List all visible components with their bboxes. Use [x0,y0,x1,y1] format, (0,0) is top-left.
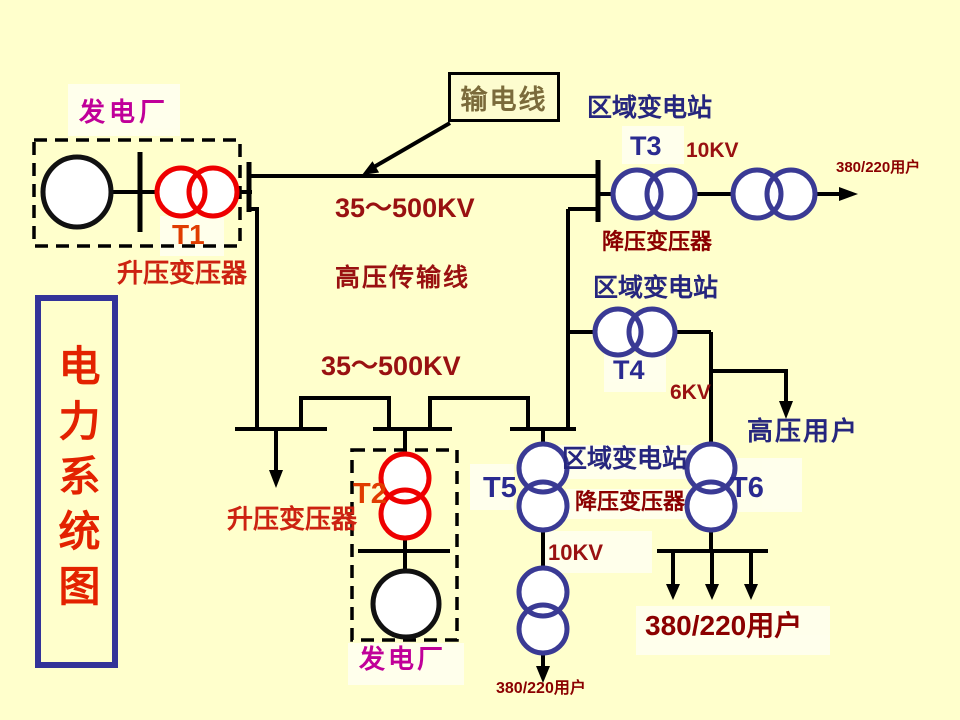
diagram-title: 电力系统图 [53,344,100,619]
diagonal-arrow-icon [362,161,380,175]
t4-label-box [604,353,666,392]
wire-hv-users-branch [711,369,788,404]
kv10-bottom-label-box [542,531,652,573]
plant-top-label: 发电厂 [79,97,170,127]
down-arrow-icon [779,401,793,419]
stepup-transformer-label-1: 升压变压器 [117,258,248,288]
stepdown-transformer-label-1: 降压变压器 [602,229,713,254]
users-380-220-label-right: 380/220用户 [836,159,921,176]
voltage-10kv-label-2: 10KV [548,540,604,565]
users-380-220-label-small: 380/220用户 [496,680,586,697]
t2-label: T2 [353,478,387,510]
t5-label-box [470,464,514,510]
voltage-range-label-1: 35～500KV [335,193,475,223]
t6-label: T6 [730,472,764,504]
t4-label: T4 [613,355,645,385]
diagram-title-box: 电力系统图 [35,295,118,668]
label-backing-boxes [68,84,830,685]
t6-transformer-icon [684,441,738,533]
t4-transformer-icon [592,306,678,358]
users-380-220-label-big: 380/220用户 [645,610,803,641]
down-arrow-icon [705,584,719,600]
plant-top-label-box [68,84,180,136]
wires-group [108,121,846,668]
down-arrow-icon [666,584,680,600]
stepdown-transformer-label-2: 降压变压器 [575,489,686,514]
t1-transformer-icon [154,165,240,219]
plant-bottom-label: 发电厂 [359,644,447,674]
plant-top-dashed-box [32,138,242,248]
voltage-range-label-2: 35～500KV [321,351,461,381]
right-arrow-icon [839,187,858,201]
substation-label-2: 区域变电站 [593,274,719,302]
substation3-label-box [558,445,698,479]
t5-transformer-icon [516,441,570,533]
t1-label-box [160,216,224,256]
plant-bottom-dashed-box [350,448,459,642]
t3-label-box [622,126,684,164]
voltage-10kv-label-1: 10KV [686,139,739,162]
t3-label: T3 [630,131,662,161]
users-big-label-box [636,606,830,655]
t5-lower-transformer-icon [516,565,570,656]
wire-bridge-2 [428,396,530,431]
down-arrow-icon [269,470,283,488]
wire-bridge-1 [299,396,391,431]
plant-boxes [32,138,459,642]
hv-transmission-label: 高压传输线 [335,264,471,292]
substation-label-3: 区域变电站 [562,445,688,473]
hv-users-label: 高压用户 [747,416,860,446]
distribution-transformer-icon [730,167,818,221]
arrowheads-group [269,161,858,683]
t2-transformer-icon [378,451,432,541]
wire-transmission-pointer [372,121,452,169]
down-arrow-icon [744,584,758,600]
t5-label: T5 [483,472,517,504]
generator1-circle [40,154,114,230]
stepup-transformer-label-2: 升压变压器 [227,504,358,534]
transmission-line-callout: 输电线 [448,72,560,122]
generator2-circle [370,568,442,640]
t1-label: T1 [172,219,205,250]
plant-bottom-label-box [348,643,464,685]
t3-transformer-icon [610,167,698,221]
substation-label-1: 区域变电站 [587,94,713,122]
voltage-6kv-label: 6KV [670,381,711,404]
stepdown2-label-box [566,489,694,519]
down-arrow-icon [536,666,550,683]
